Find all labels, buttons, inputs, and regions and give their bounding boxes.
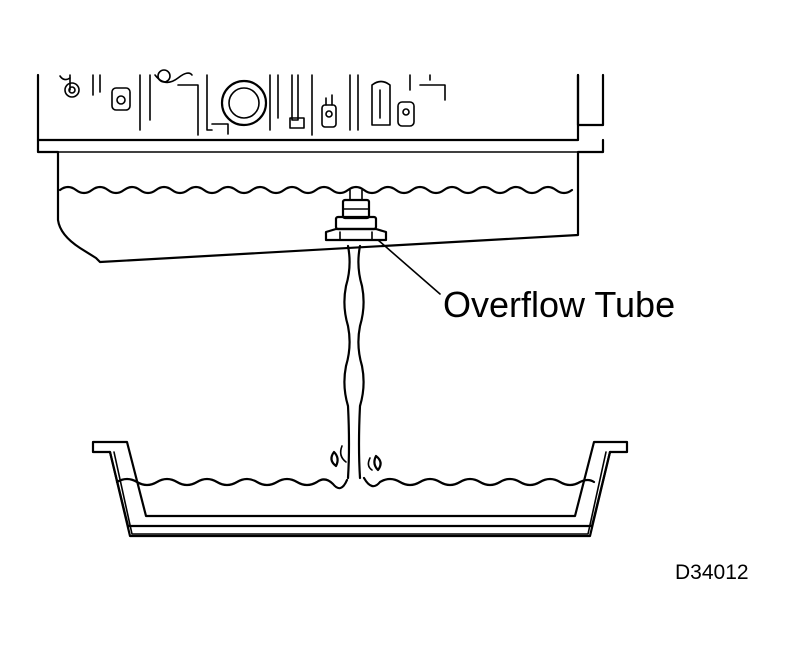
transmission-oil-pan <box>36 138 605 264</box>
splash-right <box>373 454 382 472</box>
splash-left <box>330 450 339 468</box>
fluid-stream <box>343 244 351 480</box>
overflow-tube <box>324 189 388 480</box>
transmission-housing <box>36 69 605 142</box>
callout-leader-line <box>377 239 441 295</box>
pan-fluid-level <box>58 185 574 195</box>
figure-code: D34012 <box>675 561 749 584</box>
drain-tray <box>91 440 629 538</box>
overflow-tube-label: Overflow Tube <box>443 284 676 325</box>
tray-fluid-level <box>115 476 596 490</box>
